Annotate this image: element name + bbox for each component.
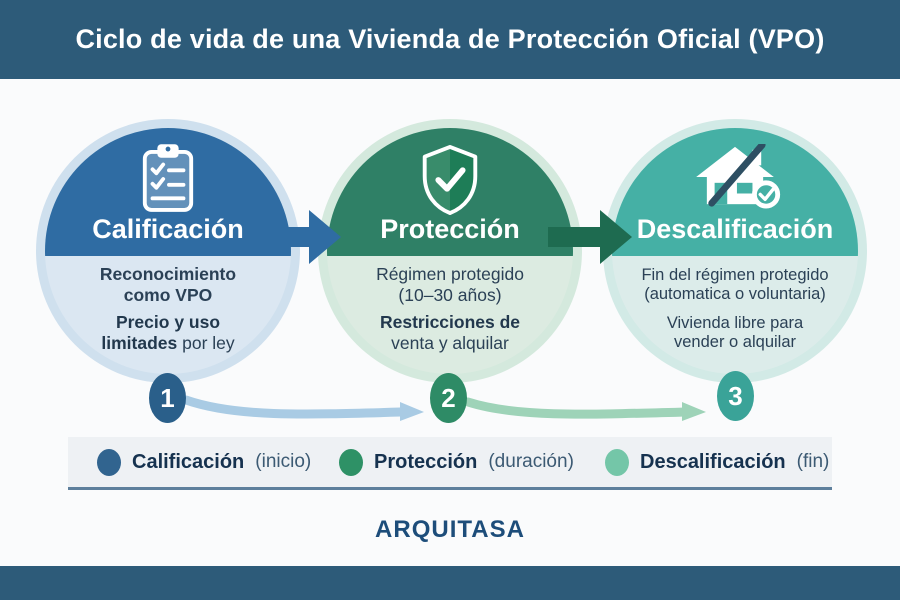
legend-dot-blue-icon: [97, 448, 121, 476]
page-title: Ciclo de vida de una Vivienda de Protecc…: [75, 24, 825, 54]
step-number-2: 2: [430, 373, 467, 423]
stage-label: Protección: [380, 214, 520, 244]
legend-dot-green-icon: [339, 448, 363, 476]
legend-qualifier: (fin): [796, 451, 830, 472]
clipboard-checklist-icon: [45, 144, 291, 214]
stage-proteccion: Protección Régimen protegido (10–30 años…: [318, 119, 582, 383]
stage-description-2: Vivienda libre para vender o alquilar: [666, 314, 804, 352]
legend-item-proteccion: Protección (duración): [339, 437, 574, 487]
footer-bar: [0, 566, 900, 600]
stage-description-2: Precio y uso limitades por ley: [101, 312, 235, 353]
stage-circle: Descalificación Fin del régimen protegid…: [612, 128, 858, 374]
stage-description-1: Régimen protegido (10–30 años): [376, 264, 524, 305]
timeline-curved-arrows-icon: [181, 395, 706, 421]
house-slash-check-icon: [612, 144, 858, 210]
brand-name: ARQUITASA: [375, 516, 525, 543]
stage-calificacion: Calificación Reconocimiento como VPO Pre…: [36, 119, 300, 383]
stage-label: Descalificación: [636, 214, 834, 244]
stage-description-1: Reconocimiento como VPO: [99, 264, 237, 305]
legend-label: Protección: [374, 450, 478, 473]
stage-circle: Calificación Reconocimiento como VPO Pre…: [45, 128, 291, 374]
header-bar: Ciclo de vida de una Vivienda de Protecc…: [0, 0, 900, 79]
stage-arrow-2-to-3-icon: [548, 210, 632, 264]
stage-description-1: Fin del régimen protegido (automatica o …: [641, 266, 829, 304]
stage-description-2: Restricciones de venta y alquilar: [379, 312, 521, 353]
stage-arrow-1-to-2-icon: [257, 210, 341, 264]
legend-label: Descalificación: [640, 450, 786, 473]
legend-bar: Calificación (inicio) Protección (duraci…: [68, 437, 832, 490]
legend-dot-teal-icon: [605, 448, 629, 476]
stage-circle: Protección Régimen protegido (10–30 años…: [327, 128, 573, 374]
legend-label: Calificación: [132, 450, 245, 473]
stage-descalificacion: Descalificación Fin del régimen protegid…: [603, 119, 867, 383]
legend-item-calificacion: Calificación (inicio): [97, 437, 311, 487]
legend-qualifier: (duración): [488, 451, 574, 472]
shield-check-icon: [327, 144, 573, 216]
legend-item-descalificacion: Descalificación (fin): [605, 437, 829, 487]
step-number-3: 3: [717, 371, 754, 421]
step-number-1: 1: [149, 373, 186, 423]
legend-qualifier: (inicio): [255, 451, 312, 472]
stage-label: Calificación: [92, 214, 244, 244]
